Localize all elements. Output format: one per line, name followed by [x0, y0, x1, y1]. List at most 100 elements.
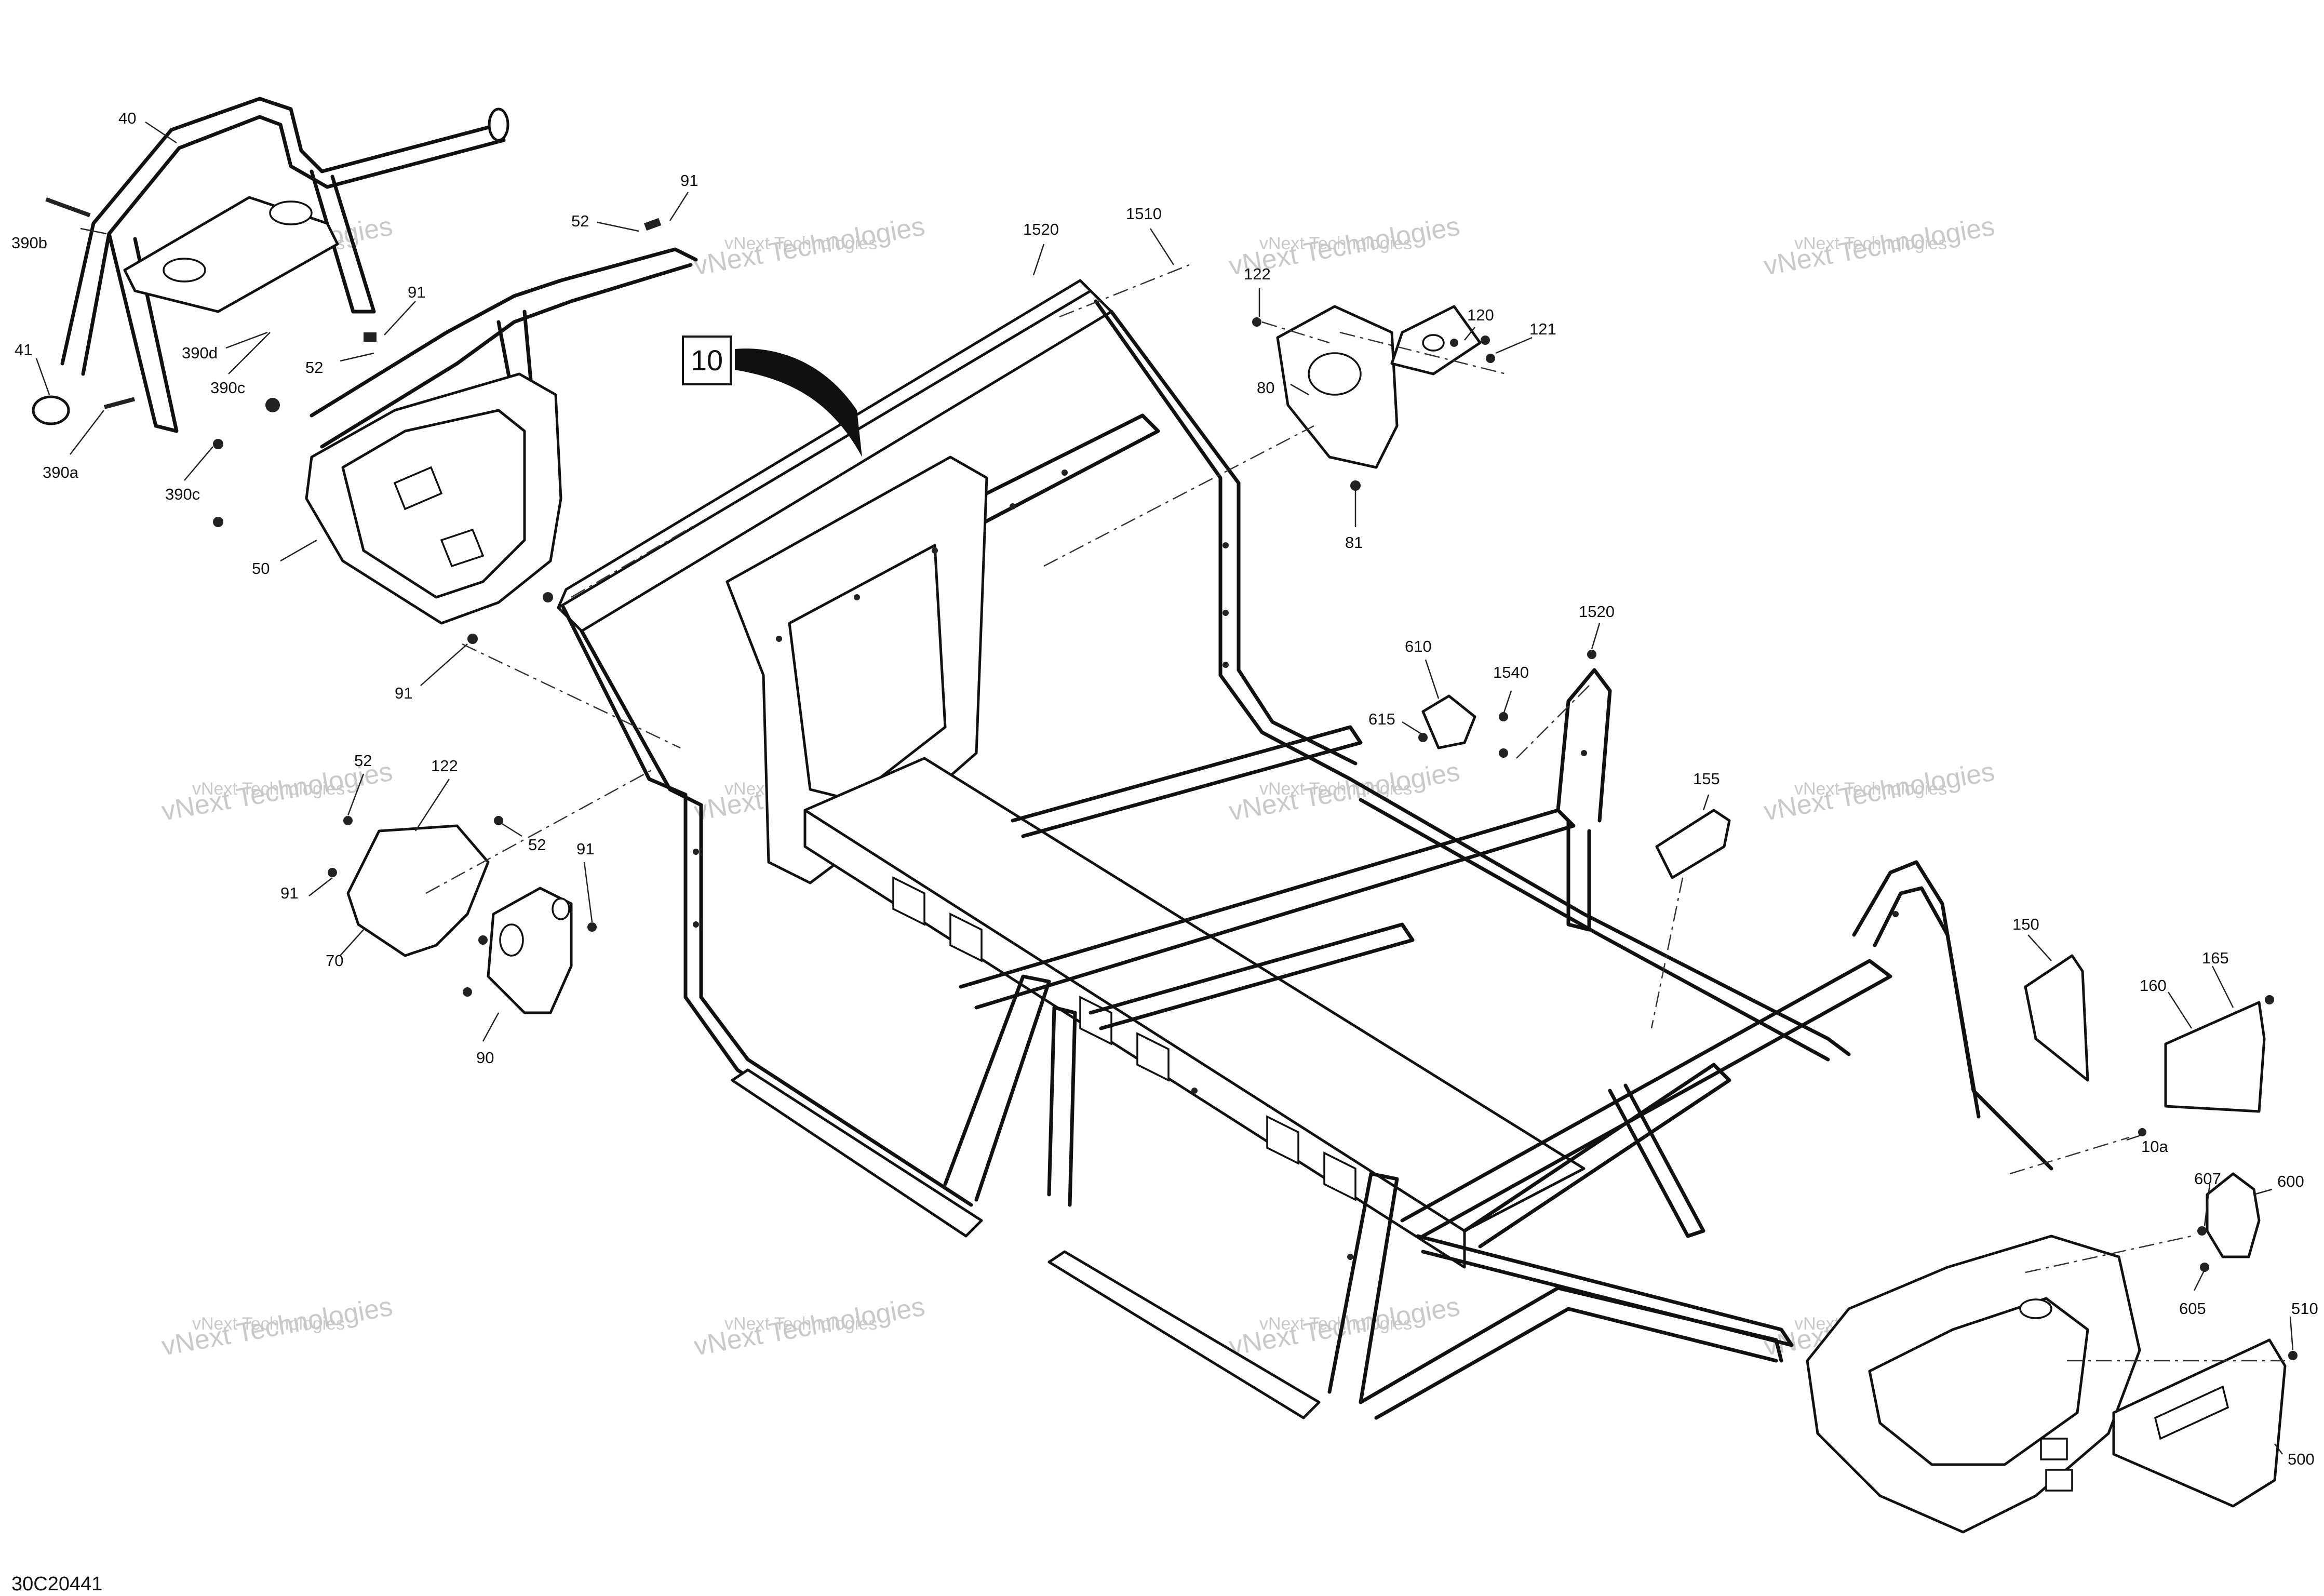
svg-text:vNext Technologies: vNext Technologies — [724, 234, 877, 253]
assembly-lines — [425, 264, 2285, 1362]
reference-box-group: 10 — [682, 336, 862, 457]
callout-90: 90 — [476, 1049, 494, 1067]
callout-52: 52 — [571, 212, 589, 230]
mid-hoop-right-leg — [1566, 819, 1591, 932]
callout-91-left: 91 — [280, 884, 298, 902]
svg-text:vNext Technologies: vNext Technologies — [1762, 211, 1997, 281]
svg-text:vNext Technologies: vNext Technologies — [692, 211, 927, 281]
svg-text:vNext Technologies: vNext Technologies — [1227, 1292, 1462, 1362]
svg-text:vNext Technologies: vNext Technologies — [192, 1314, 345, 1334]
right-side-rail-lower — [1359, 798, 1830, 1062]
reference-box-label: 10 — [691, 344, 723, 377]
callout-600: 600 — [2277, 1172, 2304, 1190]
right-side-rail — [1348, 777, 1851, 1056]
callout-165: 165 — [2202, 949, 2229, 967]
callout-52-mid: 52 — [305, 358, 323, 377]
callout-81: 81 — [1345, 533, 1363, 552]
bracket-155 — [1655, 809, 1731, 879]
svg-text:vNext Technologies: vNext Technologies — [724, 1314, 877, 1334]
frame-holes — [693, 470, 1899, 1260]
svg-text:vNext Technologies: vNext Technologies — [159, 1292, 395, 1362]
svg-text:vNext Technologies: vNext Technologies — [1259, 779, 1412, 799]
left-upper-rail — [959, 808, 1576, 1010]
watermark: vNext Technologies vNext Technologies — [1762, 211, 1997, 281]
callout-80: 80 — [1257, 379, 1274, 397]
left-mid-brackets — [328, 816, 597, 1014]
diagram-code: 30C20441 — [11, 1573, 102, 1595]
rear-upper-hoop-inner — [1873, 886, 1981, 1119]
callout-390c-lower: 390c — [165, 485, 200, 503]
seat-crossmember-2 — [1089, 922, 1415, 1030]
front-bumper-leg — [107, 232, 179, 433]
svg-text:vNext Technologies: vNext Technologies — [1259, 1314, 1412, 1334]
callout-1510: 1510 — [1126, 205, 1162, 223]
lower-rear-sill-2 — [1374, 1307, 1778, 1420]
lower-rear-sill — [1359, 1286, 1783, 1404]
callout-1540: 1540 — [1493, 663, 1529, 681]
reference-arrow — [735, 348, 862, 457]
small-parts-right — [1418, 650, 2298, 1508]
callouts: 40 390b 41 390d 390c 390a 390c 52 91 91 … — [11, 109, 2318, 1468]
left-mid-pillar-3 — [1047, 1005, 1077, 1207]
callout-122: 122 — [1244, 265, 1271, 283]
right-front-hoop — [1094, 299, 1352, 781]
left-sill-rail — [731, 1068, 983, 1238]
callout-10a: 10a — [2141, 1137, 2168, 1156]
bracket-70 — [346, 824, 490, 957]
callout-41: 41 — [15, 341, 32, 359]
callout-91-right: 91 — [576, 840, 594, 858]
left-sill-rail-rear — [1047, 1250, 1321, 1419]
callout-50: 50 — [252, 559, 270, 578]
front-bumper-tube — [60, 97, 501, 366]
callout-390a: 390a — [43, 463, 79, 481]
skid-plate-500 — [2112, 1338, 2287, 1508]
callout-615: 615 — [1368, 710, 1395, 728]
rear-cross-beam — [1400, 959, 1892, 1238]
left-mid-pillar-1 — [943, 974, 1051, 1202]
shield-150 — [2024, 954, 2089, 1082]
watermark: vNext Technologies vNext Technologies — [692, 1292, 927, 1362]
callout-390d: 390d — [182, 344, 218, 362]
callout-390b: 390b — [11, 234, 47, 252]
callout-500: 500 — [2288, 1450, 2315, 1468]
callout-155: 155 — [1693, 770, 1720, 788]
callout-91-mid: 91 — [408, 283, 425, 301]
callout-510: 510 — [2291, 1299, 2318, 1318]
callout-70: 70 — [326, 951, 343, 970]
callout-607: 607 — [2194, 1170, 2221, 1188]
bracket-90 — [487, 887, 573, 1014]
svg-text:vNext Technologies: vNext Technologies — [1794, 779, 1947, 799]
rear-diagonal-2 — [1608, 1083, 1705, 1238]
bracket-600 — [2206, 1172, 2261, 1258]
rear-subframe-inner — [1868, 1297, 2089, 1466]
callout-150: 150 — [2012, 915, 2039, 933]
left-front-pillar-inner — [580, 629, 973, 1207]
watermark: vNext Technologies vNext Technologies — [1227, 1292, 1462, 1362]
watermark: vNext Technologies vNext Technologies — [692, 211, 927, 281]
front-bumper-tube-inner — [81, 115, 506, 376]
bracket-610 — [1421, 694, 1476, 749]
front-skid-plate-group — [305, 218, 698, 644]
tunnel-cutouts — [892, 876, 1356, 1201]
left-mid-pillar-2 — [1327, 1172, 1399, 1404]
watermark: vNext Technologies vNext Technologies — [159, 1292, 395, 1362]
rear-upper-hoop — [1852, 860, 2053, 1171]
mid-roll-hoop — [1556, 668, 1612, 823]
svg-text:vNext Technologies: vNext Technologies — [1227, 757, 1462, 827]
tube-end-cap — [32, 395, 70, 425]
shield-160 — [2164, 1001, 2266, 1113]
callout-1520: 1520 — [1023, 220, 1059, 238]
svg-text:vNext Technologies: vNext Technologies — [192, 779, 345, 799]
main-frame — [557, 279, 2141, 1534]
callout-91-skid: 91 — [395, 684, 412, 702]
watermark: vNext Technologies vNext Technologies — [1762, 757, 1997, 827]
callout-120: 120 — [1467, 306, 1494, 324]
svg-text:vNext Technologies: vNext Technologies — [1794, 234, 1947, 253]
reference-box — [682, 336, 732, 385]
callout-160: 160 — [2140, 976, 2167, 995]
watermarks: vNext Technologies vNext Technologies vN… — [159, 211, 1997, 1362]
central-tunnel-top — [803, 757, 1586, 1232]
right-front-hoop-inner — [1109, 310, 1358, 766]
callout-52-left: 52 — [354, 752, 372, 770]
